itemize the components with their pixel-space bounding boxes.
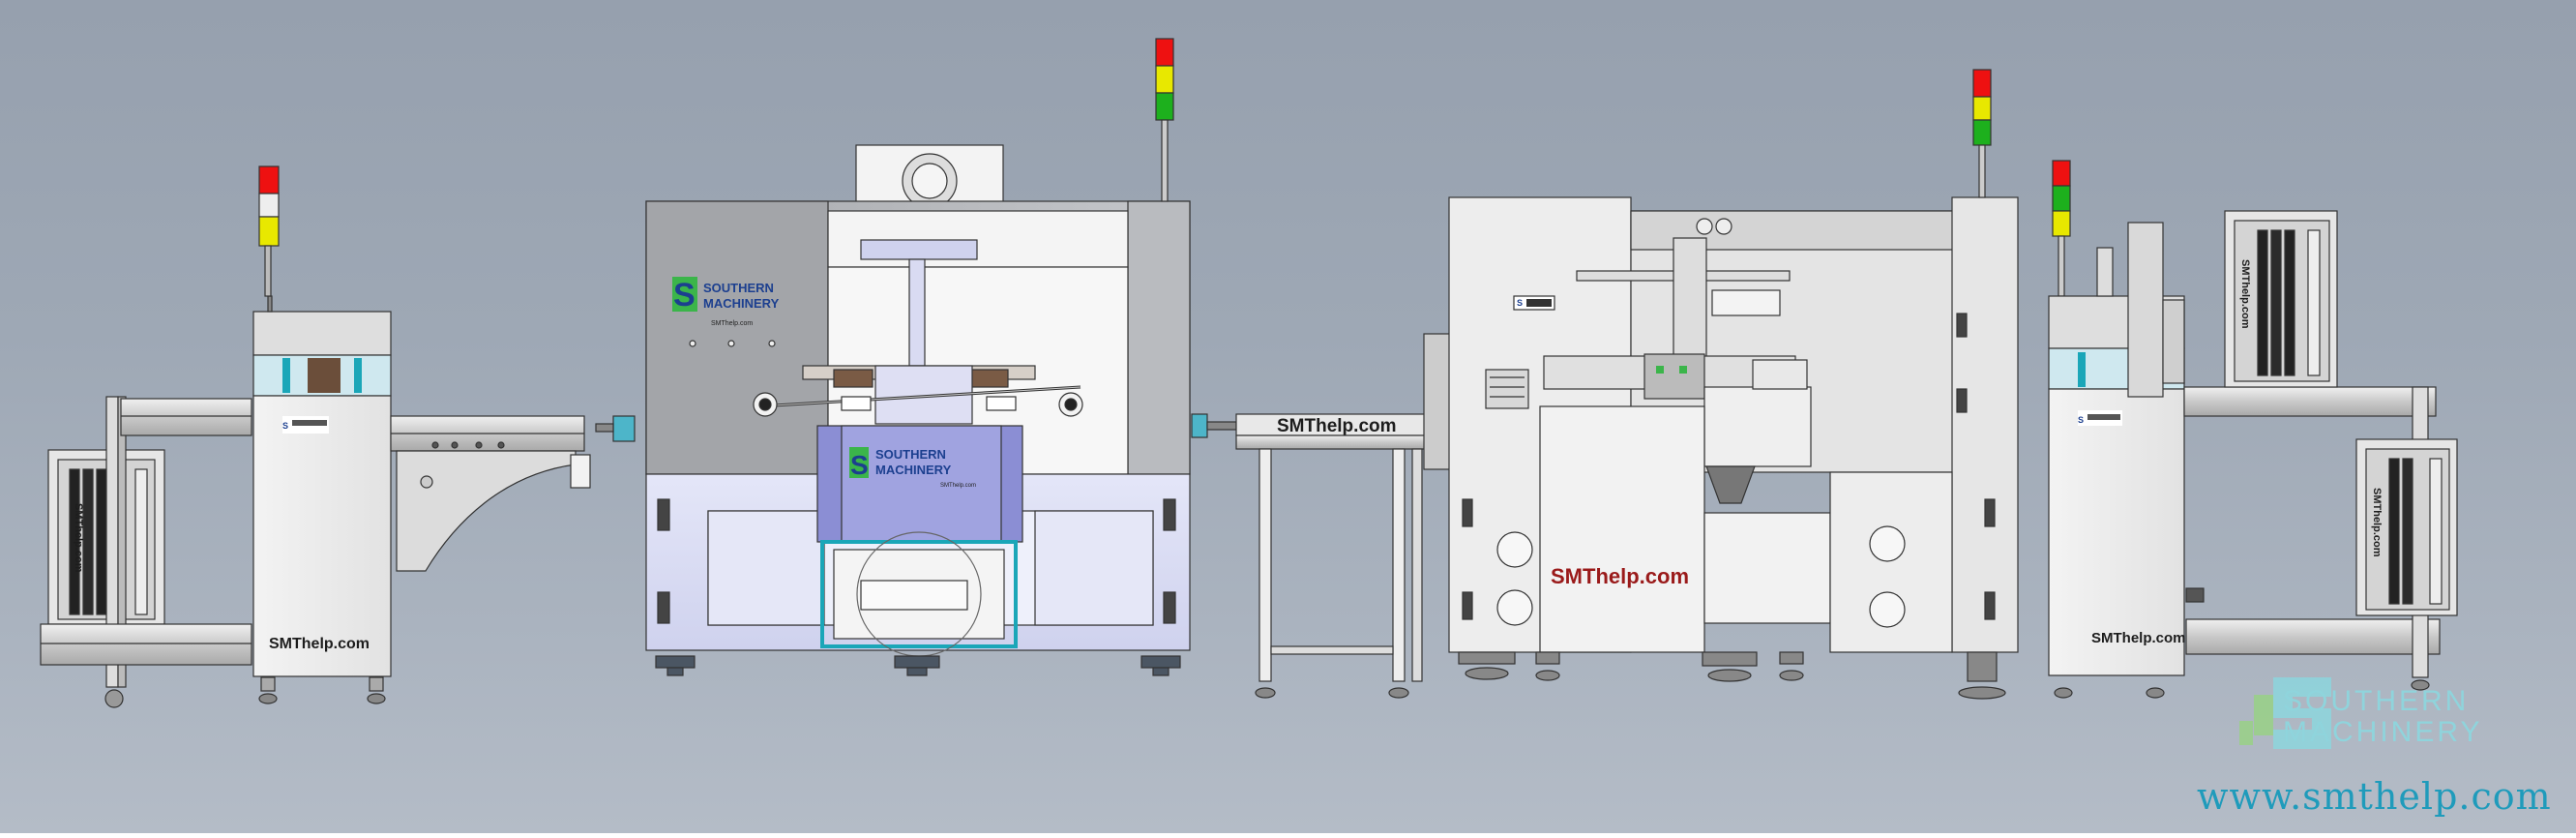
printer-machine: S SOUTHERN MACHINERY SMThelp.com S SOUTH [645, 38, 1191, 676]
printer-site: SMThelp.com [711, 320, 753, 327]
conveyor-label: SMThelp.com [1277, 416, 1397, 436]
printer-dome-brand1: SOUTHERN [875, 447, 946, 462]
loader-machine: SMThelp.com S SMThelp.com [40, 165, 636, 708]
loader-label: SMThelp.com [269, 636, 370, 652]
svg-text:S: S [282, 421, 288, 431]
mounter-machine: S SMThelp.com [1423, 69, 2019, 700]
svg-text:S: S [850, 450, 869, 480]
svg-text:S: S [2078, 415, 2084, 425]
loader-side-label: SMThelp.com [73, 503, 84, 573]
svg-text:S: S [673, 277, 696, 314]
printer-brand-line1: SOUTHERN [703, 281, 774, 295]
brand-name-line1: SOUTHERN [2283, 685, 2470, 717]
brand-url-link[interactable]: www.smthelp.com [2197, 775, 2552, 818]
brand-name-line2: MACHINERY [2283, 716, 2483, 748]
brand-logo-mark [2239, 677, 2331, 749]
unloader-machine: S SMThelp.com SMThelp.com SMThelp.com [2048, 160, 2458, 699]
brand-corner: SOUTHERN MACHINERY www.smthelp.com [2196, 666, 2573, 830]
printer-dome-brand2: MACHINERY [875, 463, 952, 477]
svg-text:S: S [1517, 298, 1523, 308]
unloader-side-label-top: SMThelp.com [2239, 259, 2251, 329]
printer-dome-site: SMThelp.com [940, 483, 976, 489]
unloader-label: SMThelp.com [2091, 630, 2186, 646]
middle-conveyor: SMThelp.com [1191, 413, 1431, 699]
mounter-label: SMThelp.com [1551, 564, 1689, 588]
printer-brand-line2: MACHINERY [703, 296, 780, 311]
unloader-side-label-bottom: SMThelp.com [2371, 488, 2383, 557]
